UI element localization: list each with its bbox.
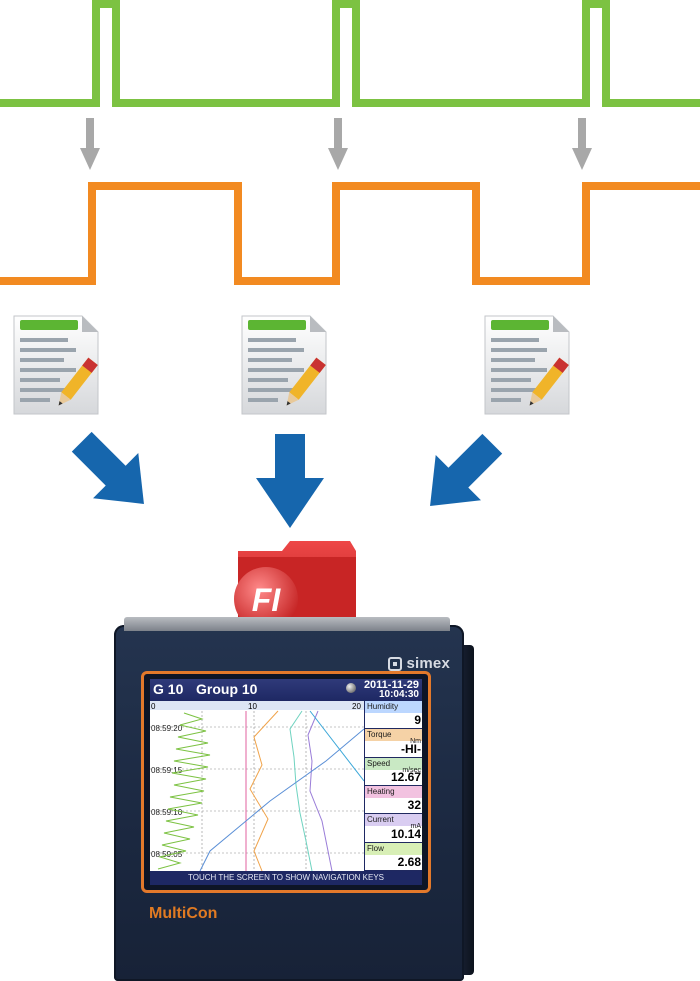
channel-name: Heating <box>367 787 395 796</box>
brand-logo: simex <box>388 655 450 672</box>
trace-extra <box>309 710 364 782</box>
trace-humidity <box>157 712 211 870</box>
device-model-name: MultiCon <box>149 905 218 922</box>
status-led-icon <box>346 683 356 693</box>
channel-name: Humidity <box>367 702 399 711</box>
channel-unit: Nm <box>410 738 421 746</box>
channel-color-bar <box>365 842 422 855</box>
screen-date: 2011-11-29 <box>363 679 419 691</box>
time-axis-label: 08:59:10 <box>151 808 183 817</box>
channel-value: 2.68 <box>397 854 421 869</box>
down-arrow-icon <box>572 118 592 170</box>
simex-logo-icon <box>388 656 403 671</box>
channel-color-bar <box>365 814 422 827</box>
multicon-device: simex G 10 Group 10 2011-11-29 10:04:30 … <box>114 617 474 981</box>
channel-panels: Humidity 9 Torque Nm -HI- Speed m/sec <box>364 701 422 871</box>
down-arrow-icon <box>80 118 100 170</box>
signal-diagram <box>0 0 700 285</box>
channel-panel-speed[interactable]: Speed m/sec 12.67 <box>365 757 422 786</box>
screen-bezel: G 10 Group 10 2011-11-29 10:04:30 0 10 2… <box>141 671 431 893</box>
channel-name: Flow <box>367 843 384 853</box>
screen-footer-hint: TOUCH THE SCREEN TO SHOW NAVIGATION KEYS <box>150 871 422 885</box>
trace-speed <box>289 710 313 871</box>
channel-panel-flow[interactable]: Flow 2.68 <box>365 842 422 871</box>
down-arrow-icon <box>328 118 348 170</box>
blue-arrow-icon <box>71 431 144 504</box>
document-edit-icon <box>13 315 99 415</box>
blue-arrow-icon <box>256 434 324 528</box>
screen-header: G 10 Group 10 2011-11-29 10:04:30 <box>150 679 422 701</box>
channel-color-bar <box>365 729 422 742</box>
document-edit-icon <box>484 315 570 415</box>
device-top-edge <box>124 617 450 631</box>
channel-color-bar <box>365 701 422 713</box>
trace-flow <box>199 728 364 871</box>
channel-panel-torque[interactable]: Torque Nm -HI- <box>365 729 422 758</box>
channel-value: 12.67 <box>390 769 421 784</box>
channel-value: 9 <box>414 713 421 728</box>
document-edit-icon <box>241 315 327 415</box>
flow-arrows <box>71 431 503 528</box>
screen-time: 10:04:30 <box>378 689 419 700</box>
channel-panel-heating[interactable]: Heating 32 <box>365 786 422 815</box>
group-id: G 10 <box>153 681 184 697</box>
channel-panel-humidity[interactable]: Humidity 9 <box>365 701 422 730</box>
device-side-edge <box>464 645 474 975</box>
channel-panel-current[interactable]: Current mA 10.14 <box>365 814 422 843</box>
scale-tick-label: 20 <box>352 702 361 711</box>
touch-screen[interactable]: G 10 Group 10 2011-11-29 10:04:30 0 10 2… <box>150 679 422 885</box>
toggle-square-signal <box>0 182 700 285</box>
time-axis-label: 08:59:05 <box>151 850 183 859</box>
channel-color-bar <box>365 786 422 798</box>
time-axis-label: 08:59:20 <box>151 724 183 733</box>
channel-value: 10.14 <box>390 826 421 841</box>
group-name: Group 10 <box>196 681 258 697</box>
channel-name: Current <box>367 815 394 825</box>
scale-tick-label: 0 <box>151 702 156 711</box>
channel-value: 32 <box>407 798 421 813</box>
trigger-pulse-signal <box>0 0 700 107</box>
scale-tick-label: 10 <box>248 702 257 711</box>
channel-unit: mA <box>410 823 422 831</box>
channel-name: Speed <box>367 758 391 768</box>
brand-name: simex <box>406 655 450 672</box>
time-axis-label: 08:59:15 <box>151 766 183 775</box>
folder-badge-label: FI <box>252 582 282 618</box>
blue-arrow-icon <box>430 433 503 506</box>
trend-chart[interactable]: 0 10 20 08:59:20 08:59:15 08:59:10 08:59… <box>150 701 364 871</box>
channel-value: -HI- <box>401 741 421 756</box>
channel-color-bar <box>365 757 422 770</box>
trace-torque <box>249 710 279 871</box>
channel-name: Torque <box>367 730 392 740</box>
trace-current <box>307 710 333 871</box>
channel-unit: m/sec <box>402 766 421 774</box>
